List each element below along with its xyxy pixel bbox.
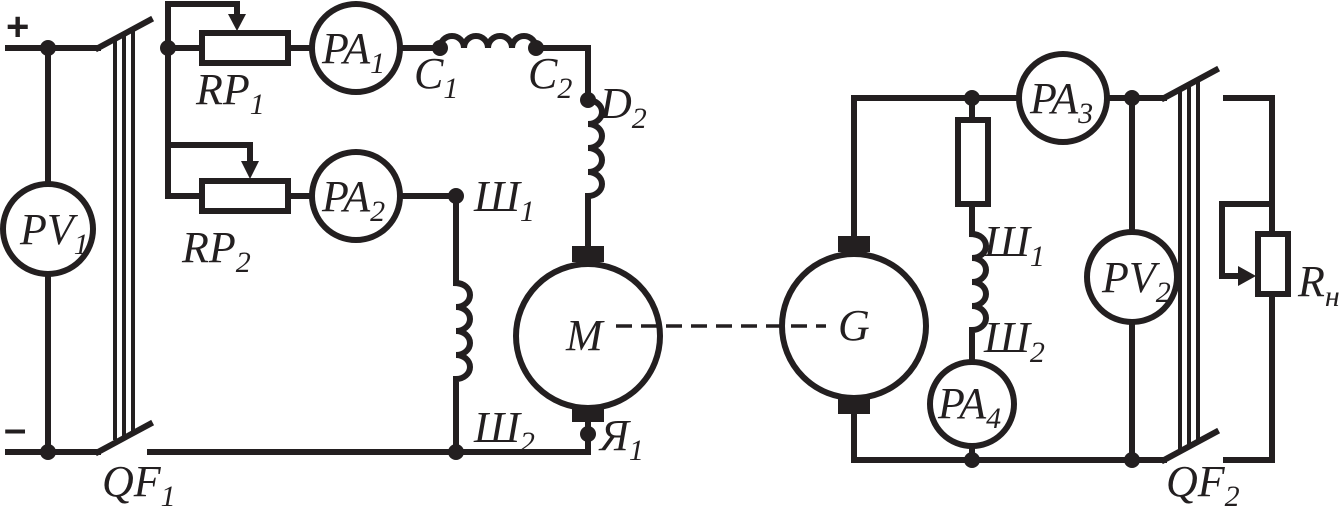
shunt-field-winding [452,279,473,455]
generator-top-wire [851,95,1167,239]
qf1-mechanical-link [113,28,135,440]
pa4-label: PA4 [937,379,1001,435]
rp1-resistor [199,30,291,66]
ya1-label: Я1 [598,411,644,467]
c1-label: C1 [414,49,458,105]
rp2-label: RP2 [181,223,251,279]
rheostat-rp1: RP1 [195,14,291,121]
g-sh2-label: Ш2 [983,313,1045,369]
generator-label: G [838,301,870,350]
pa3-label: PA3 [1029,74,1093,130]
motor-circuit: + – PV1 QF1 RP1 RP2 [0,1,663,512]
load-wires [1223,95,1275,463]
node [1124,452,1140,468]
sh1-label: Ш1 [473,172,535,228]
terminal-c2 [528,40,544,56]
series-to-d2-wire [533,45,591,103]
g-sh1-label: Ш1 [983,217,1045,273]
qf1-bottom-blade [93,419,155,457]
minus-sign: – [4,407,26,451]
pa2-label: PA2 [321,172,385,228]
pv1-label: PV1 [19,205,89,261]
rn-label: Rн [1297,257,1340,313]
load-resistor-rn [1255,231,1291,297]
rp2-resistor [199,178,291,214]
generator-top-brush [838,236,870,252]
rp2-frame-wire [165,45,253,199]
node [964,452,980,468]
terminal-d2 [580,92,596,108]
terminal-sh2 [448,444,464,460]
rheostat-rp2: RP2 [181,161,291,279]
pa1-label: PA1 [321,24,385,80]
rn-wiper-wire [1219,201,1275,279]
motor-m: M [513,246,663,422]
generator-shunt-winding [968,230,989,363]
terminal-ya1 [580,426,596,442]
rp1-wiper-arrow [228,14,246,31]
motor-label: M [565,311,605,360]
plus-sign: + [6,5,29,49]
generator-bottom-wire [851,411,1167,463]
rp2-wiper-arrow [241,161,259,179]
qf1-label: QF1 [102,457,176,512]
node [40,40,56,56]
node [1124,90,1140,106]
compensation-winding [584,96,605,200]
field-resistor [955,117,991,207]
breaker-qf1: QF1 [93,15,176,512]
generator-g: G [779,236,929,414]
ammeter-pa1 [309,1,403,95]
series-winding [436,33,540,52]
motor-bottom-brush [572,406,604,422]
ammeter-pa3 [1016,51,1110,145]
ammeter-pa2 [309,149,403,243]
breaker-qf2: QF2 [1159,65,1240,512]
node [964,90,980,106]
generator-circuit: G PA3 Ш1 Ш2 PA4 PV2 QF2 [779,51,1340,512]
terminal-c1 [432,40,448,56]
terminal-sh1 [448,188,464,204]
pv2-label: PV2 [1101,253,1171,309]
qf2-mechanical-link [1178,80,1200,450]
d2-label: D2 [599,79,647,135]
motor-top-brush [572,246,604,262]
rp1-label: RP1 [195,65,265,121]
rn-wiper-arrow [1238,266,1256,286]
generator-bottom-brush [838,398,870,414]
qf2-label: QF2 [1166,457,1240,512]
node [40,444,56,460]
voltmeter-pv1 [0,181,96,277]
node [160,40,176,56]
voltmeter-pv2 [1084,229,1180,325]
c2-label: C2 [528,49,572,105]
